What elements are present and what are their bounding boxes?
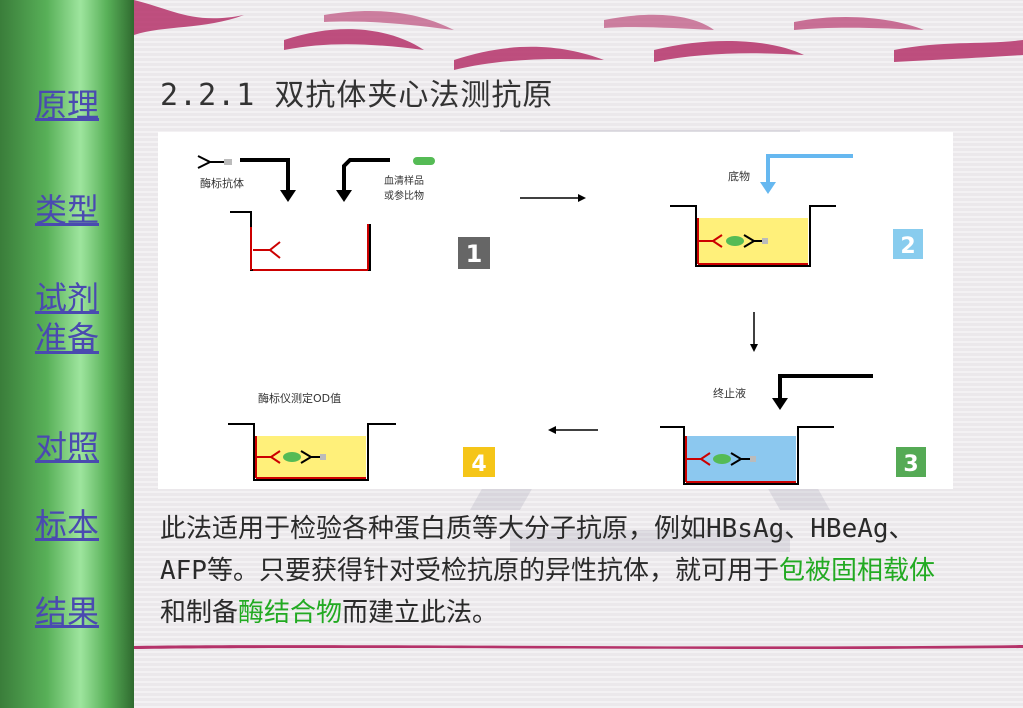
nav-link-specimen[interactable]: 标本 (34, 506, 99, 544)
step3-label: 终止液 (713, 386, 746, 400)
para-text-1: 此法适用于检验各种蛋白质等大分子抗原，例如HBsAg、HBeAg、AFP等。只要… (160, 514, 915, 586)
nav-link-principle[interactable]: 原理 (34, 86, 99, 124)
assay-diagram: 酶标抗体 血清样品 或参比物 1 底物 (158, 132, 953, 489)
step2-label: 底物 (728, 169, 750, 183)
step1-enzyme-antibody-icon (197, 155, 232, 169)
divider-rule (134, 645, 1023, 649)
step1-label-sample-1: 血清样品 (384, 174, 424, 187)
step1-badge (458, 237, 490, 269)
step2-arrow (766, 154, 853, 186)
para-text-3: 而建立此法。 (342, 598, 499, 628)
nav-link-result[interactable]: 结果 (34, 593, 99, 631)
step1-well (230, 211, 371, 271)
step1-sample-icon (413, 157, 435, 165)
step3-badge-number: 3 (903, 452, 918, 477)
step1-arrow-left (240, 158, 290, 194)
nav-link-control[interactable]: 对照 (34, 428, 99, 466)
para-highlight-solid-phase: 包被固相载体 (778, 556, 935, 586)
step2-badge-number: 2 (900, 234, 915, 259)
step4-badge (463, 447, 495, 477)
step2-well (670, 205, 836, 267)
sidebar: 原理 类型 试剂 准备 对照 标本 结果 (0, 0, 134, 708)
step4-label: 酶标仪测定OD值 (258, 391, 341, 405)
step1-badge-number: 1 (466, 240, 483, 268)
step3-arrow (778, 374, 873, 402)
description-paragraph: 此法适用于检验各种蛋白质等大分子抗原，例如HBsAg、HBeAg、AFP等。只要… (160, 508, 960, 634)
step4-well (228, 423, 396, 481)
decorative-brush-strokes (134, 0, 1023, 70)
step1-arrow-right (342, 158, 390, 194)
nav-link-type[interactable]: 类型 (34, 191, 99, 229)
step4-badge-number: 4 (471, 452, 486, 477)
step3-badge (896, 447, 926, 477)
step1-label-sample-2: 或参比物 (384, 189, 424, 202)
para-text-2: 和制备 (160, 598, 239, 628)
step3-well (660, 426, 834, 485)
slide-title: 2.2.1 双抗体夹心法测抗原 (160, 78, 554, 113)
step1-label-enzyme-antibody: 酶标抗体 (200, 176, 244, 190)
nav-link-reagent-prep[interactable]: 试剂 准备 (34, 279, 99, 357)
para-highlight-enzyme-conjugate: 酶结合物 (238, 598, 343, 628)
step2-badge (893, 229, 923, 259)
